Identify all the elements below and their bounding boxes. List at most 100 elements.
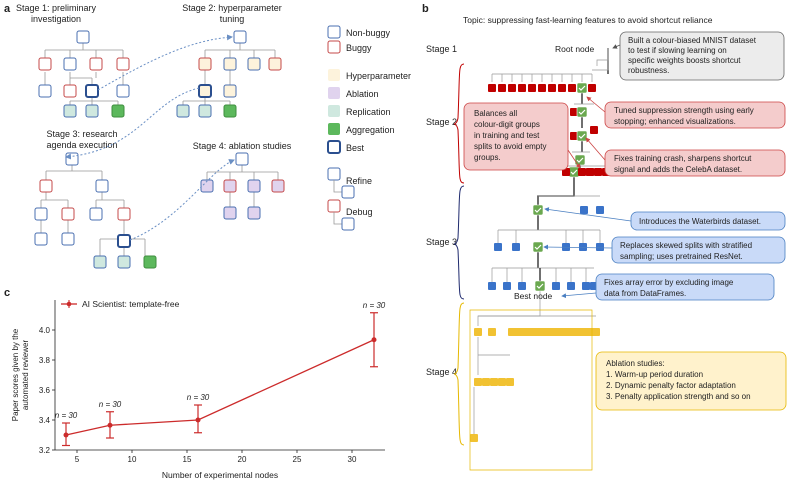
stage3-subtitle: agenda execution [46,140,117,150]
aggregation-node [111,104,125,118]
legend-aggregation: Aggregation [346,125,395,135]
legend-hyperparameter: Hyperparameter [346,71,411,81]
y-tick-label: 3.4 [39,416,51,425]
hyperparameter-node [223,57,237,71]
tree-node [39,179,53,193]
best-node [85,84,99,98]
tree-node [470,434,478,442]
ablation-node [247,179,261,193]
replication-node [85,104,99,118]
stage1-title: Stage 1: preliminary [16,3,97,13]
note-box [595,273,775,301]
legend-marker [66,301,72,307]
tree-node [568,84,576,92]
hyperparameter-node [198,57,212,71]
stage2-nodes [176,30,282,118]
x-tick-label: 5 [75,455,80,464]
y-axis-label-text: Paper scores given by theautomated revie… [11,328,30,421]
tree-node [567,282,575,290]
legend-non-buggy-swatch [327,25,341,39]
note-fixes-crash: Fixes training crash, sharpens shortcut … [585,137,786,177]
legend-replication-swatch [328,105,340,117]
stage2-title: Stage 2: hyperparameter [182,3,282,13]
ablation-node [247,206,261,220]
best-path-node [576,82,588,94]
note-ablation: Ablation studies: 1. Warm-up period dura… [595,351,787,411]
replication-node [176,104,190,118]
stage2-edges [182,43,276,105]
data-point [195,417,201,423]
tree-node [95,179,109,193]
note-balances: Balances all colour-digit groups in trai… [463,102,581,171]
tree-node [235,152,249,166]
topic-title: Topic: suppressing fast-learning feature… [463,15,713,25]
tree-node [528,84,536,92]
tree-node [488,328,496,336]
tree-node [76,30,90,44]
tree-node [498,378,506,386]
replication-node [93,255,107,269]
legend-label: AI Scientist: template-free [82,299,180,309]
tree-node [65,152,79,166]
legend-best-swatch [327,140,341,154]
tree-node [34,232,48,246]
tree-nodes [470,82,610,442]
stage-label-1: Stage 1 [426,44,457,54]
legend-refine-from [327,167,341,181]
panel-b-label: b [422,3,429,15]
check-icon [578,109,586,115]
stage4-bracket [453,302,465,446]
hyperparameter-node [268,57,282,71]
note-waterbirds: Introduces the Waterbirds dataset. [544,207,786,231]
panel-c-label: c [4,287,10,299]
check-icon [536,283,544,289]
tree-node [518,84,526,92]
stage-label-4: Stage 4 [426,367,457,377]
legend-ablation-swatch [328,87,340,99]
ablation-node [200,179,214,193]
best-node [117,234,131,248]
tree-edge [477,337,510,375]
y-tick-label: 3.6 [39,386,51,395]
stage-transitions [65,34,235,241]
check-icon [534,207,542,213]
tree-node [596,206,604,214]
replication-node [63,104,77,118]
check-icon [578,85,586,91]
check-icon [576,157,584,163]
note-text: Introduces the Waterbirds dataset. [639,217,761,226]
legend-non-buggy: Non-buggy [346,28,391,38]
tree-node [503,282,511,290]
tree-node [474,378,482,386]
note-box [619,31,785,81]
stage4-frame [469,309,593,471]
stage-label-2: Stage 2 [426,117,457,127]
y-tick-label: 3.2 [39,446,51,455]
note-text: Fixes training crash, sharpens shortcut … [614,154,754,174]
best-path-node [574,154,586,166]
tree-node [586,168,594,176]
tree-node [63,84,77,98]
tree-node [482,378,490,386]
legend-debug: Debug [346,207,373,217]
tree-node [512,243,520,251]
tree-node [594,168,602,176]
tree-node [558,84,566,92]
tree-node [494,243,502,251]
tree-node [61,207,75,221]
tree-node [63,57,77,71]
stage3-bracket [453,185,465,300]
tree-node [490,378,498,386]
series-line [65,339,375,436]
check-icon [534,244,542,250]
stage4-edges [206,165,279,207]
note-text: Ablation studies: 1. Warm-up period dura… [606,359,751,401]
best-path-node [534,280,546,292]
stage4-nodes [200,152,285,220]
tree-node [474,328,482,336]
note-box [611,236,786,264]
legend-debug-edge [333,212,342,225]
aggregation-node [223,104,237,118]
